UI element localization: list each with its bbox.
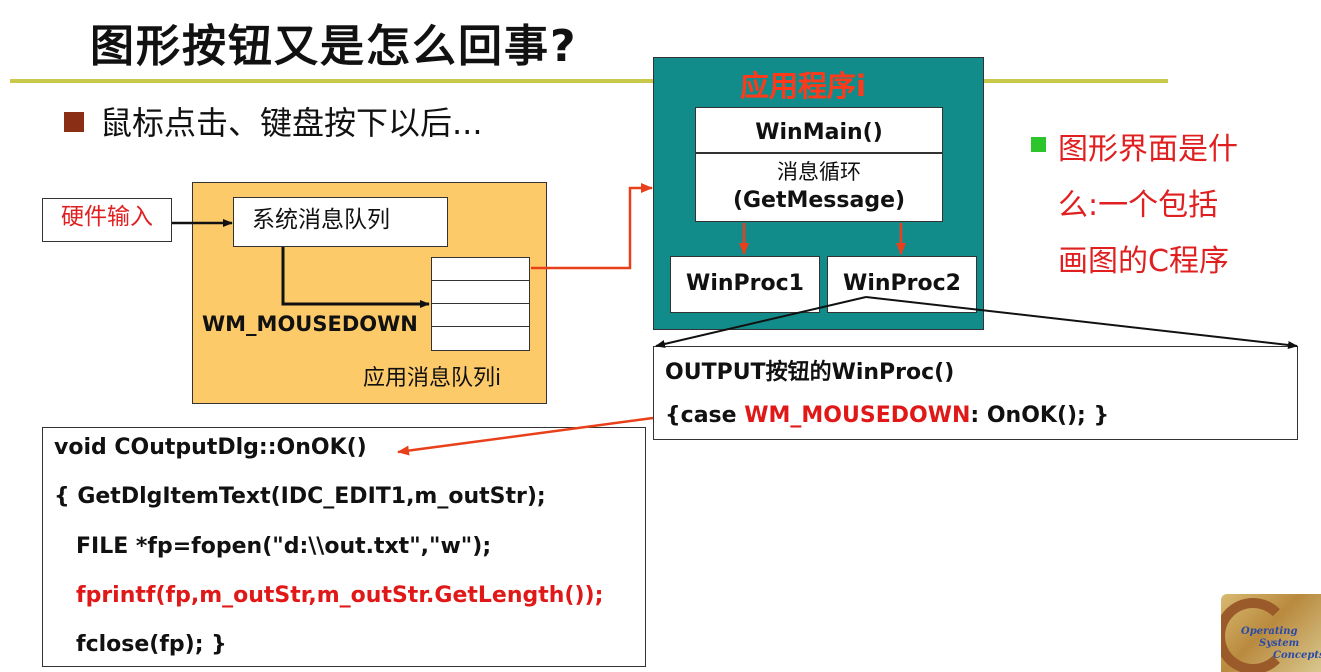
winproc2-box: WinProc2 — [827, 256, 977, 313]
output-winproc-box — [653, 346, 1298, 440]
getmessage-label: (GetMessage) — [732, 188, 906, 213]
system-message-queue-box: 系统消息队列 — [233, 197, 448, 247]
bullet-square-icon — [1031, 137, 1046, 152]
logo-text: Operating — [1241, 626, 1298, 637]
expand-line-right — [865, 296, 1298, 349]
arrow-sysqueue-to-appqueue — [281, 247, 430, 308]
message-loop-label: 消息循环 — [777, 160, 861, 184]
code-line: { GetDlgItemText(IDC_EDIT1,m_outStr); — [54, 484, 546, 509]
onok-code-box — [42, 427, 646, 667]
side-note-line: 画图的C程序 — [1058, 244, 1229, 279]
winmain-box — [695, 107, 943, 222]
case-message: WM_MOUSEDOWN — [744, 403, 971, 428]
queue-slot — [431, 280, 530, 305]
code-line: fclose(fp); } — [76, 632, 227, 657]
side-note-line: 图形界面是什 — [1058, 132, 1238, 167]
logo-ring-icon — [1221, 598, 1291, 672]
winproc1-box: WinProc1 — [670, 256, 820, 313]
wm-mousedown-label: WM_MOUSEDOWN — [202, 312, 418, 336]
bullet-text: 鼠标点击、键盘按下以后... — [100, 104, 483, 142]
winmain-divider — [695, 152, 943, 154]
page-title: 图形按钮又是怎么回事? — [90, 21, 578, 72]
code-line: FILE *fp=fopen("d:\\out.txt","w"); — [76, 534, 492, 559]
case-handler: : OnOK(); } — [970, 403, 1110, 428]
winmain-label: WinMain() — [755, 120, 883, 145]
queue-slot — [431, 326, 530, 351]
side-note-line: 么:一个包括 — [1058, 188, 1219, 223]
logo-text: Concepts — [1273, 650, 1321, 661]
case-prefix: {case — [665, 403, 745, 428]
app-queue-label: 应用消息队列i — [363, 366, 502, 391]
application-title: 应用程序i — [740, 69, 866, 103]
arrow-output-to-onok — [397, 416, 654, 456]
os-concepts-logo: Operating System Concepts — [1221, 594, 1321, 672]
expand-line-left — [655, 296, 867, 348]
app-message-queue — [431, 257, 530, 355]
queue-slot — [431, 257, 530, 282]
arrow-appqueue-to-app — [531, 183, 653, 270]
bullet-square-icon — [64, 112, 84, 132]
output-winproc-title: OUTPUT按钮的WinProc() — [665, 360, 955, 385]
logo-text: System — [1259, 638, 1300, 649]
hardware-input-box: 硬件输入 — [42, 198, 172, 242]
title-divider — [10, 79, 1168, 83]
output-winproc-case: {case WM_MOUSEDOWN: OnOK(); } — [665, 403, 1109, 428]
side-note: 图形界面是什 么:一个包括 画图的C程序 — [1058, 122, 1238, 290]
code-line-highlight: fprintf(fp,m_outStr,m_outStr.GetLength()… — [76, 583, 604, 608]
code-line: void COutputDlg::OnOK() — [54, 435, 367, 460]
